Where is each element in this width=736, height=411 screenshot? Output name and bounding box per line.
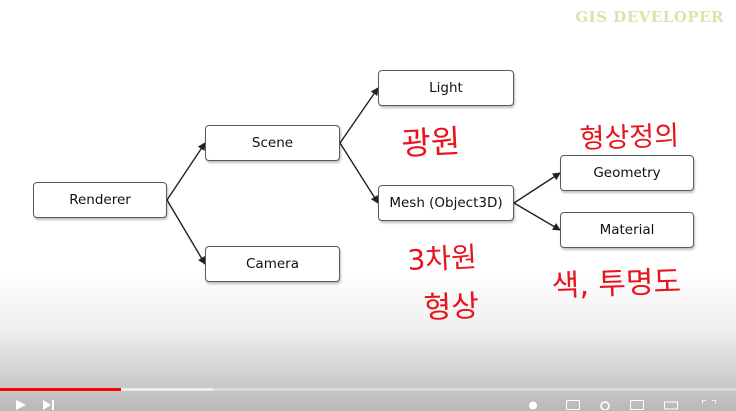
node-camera-label: Camera (246, 256, 299, 272)
autoplay-icon[interactable] (528, 400, 542, 410)
miniplayer-icon[interactable] (630, 400, 644, 410)
light-note: 광원 (400, 122, 461, 163)
node-mesh: Mesh (Object3D) (378, 185, 514, 221)
video-controls (0, 396, 736, 411)
settings-icon[interactable] (598, 400, 612, 410)
mesh-note-line2: 형상 (423, 289, 479, 326)
play-icon[interactable] (14, 400, 28, 410)
node-camera: Camera (205, 246, 340, 282)
arrow-renderer-to-scene (166, 142, 206, 201)
material-note: 색, 투명도 (551, 264, 682, 303)
next-icon[interactable] (42, 400, 56, 410)
node-material: Material (560, 212, 694, 248)
theater-mode-icon[interactable] (664, 400, 678, 410)
arrow-renderer-to-camera (166, 199, 206, 265)
node-light-label: Light (429, 80, 463, 96)
node-scene: Scene (205, 125, 340, 161)
arrow-scene-to-mesh (339, 142, 379, 204)
node-renderer: Renderer (33, 182, 167, 218)
node-scene-label: Scene (251, 135, 294, 151)
geometry-note: 형상정의 (579, 121, 679, 155)
mesh-note-line1: 3차원 (407, 240, 478, 277)
node-geometry: Geometry (560, 155, 694, 191)
video-progress-played (0, 388, 122, 391)
fullscreen-icon[interactable] (702, 400, 716, 410)
arrow-mesh-to-geometry (513, 172, 561, 204)
video-bottom-gradient (0, 270, 736, 411)
arrow-scene-to-light (339, 87, 379, 144)
node-mesh-label: Mesh (Object3D) (389, 195, 503, 211)
node-geometry-label: Geometry (593, 165, 661, 181)
node-material-label: Material (599, 222, 655, 238)
channel-watermark: GIS DEVELOPER (575, 8, 724, 26)
arrow-mesh-to-material (513, 202, 561, 231)
node-renderer-label: Renderer (69, 192, 131, 208)
video-progress-bar[interactable] (0, 388, 736, 391)
subtitles-icon[interactable] (566, 400, 580, 410)
node-light: Light (378, 70, 514, 106)
